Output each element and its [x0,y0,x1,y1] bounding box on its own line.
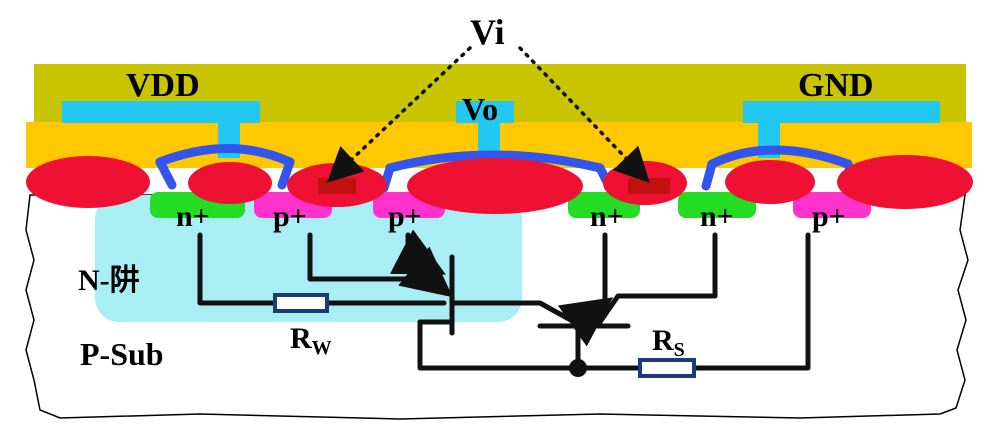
gnd-label: GND [798,67,874,104]
parasitic-circuit [197,229,811,371]
n-plus-label-1: n+ [176,200,210,233]
n-well-label: N-阱 [78,264,140,297]
n-plus-label-3: n+ [700,200,734,233]
p-plus-label-2: p+ [388,200,422,233]
vo-label: Vo [462,91,498,127]
p-plus-label-3: p+ [812,200,846,233]
rw-label: RW [290,322,332,359]
gate-poly-nmos [628,178,670,194]
rs-label: RS [652,324,685,361]
gate-poly-pmos [318,178,356,194]
metal-contacts [62,101,940,158]
n-plus-label-2: n+ [590,200,624,233]
p-sub-label: P-Sub [80,336,164,372]
resistor-rw [273,293,329,313]
resistor-rs [638,358,696,378]
p-plus-label-1: p+ [273,200,307,233]
junction-node [569,359,587,377]
vdd-label: VDD [126,67,200,104]
vi-label: Vi [470,12,505,52]
vi-connection-arrows [326,46,650,184]
n-plus-region-3 [678,192,756,218]
